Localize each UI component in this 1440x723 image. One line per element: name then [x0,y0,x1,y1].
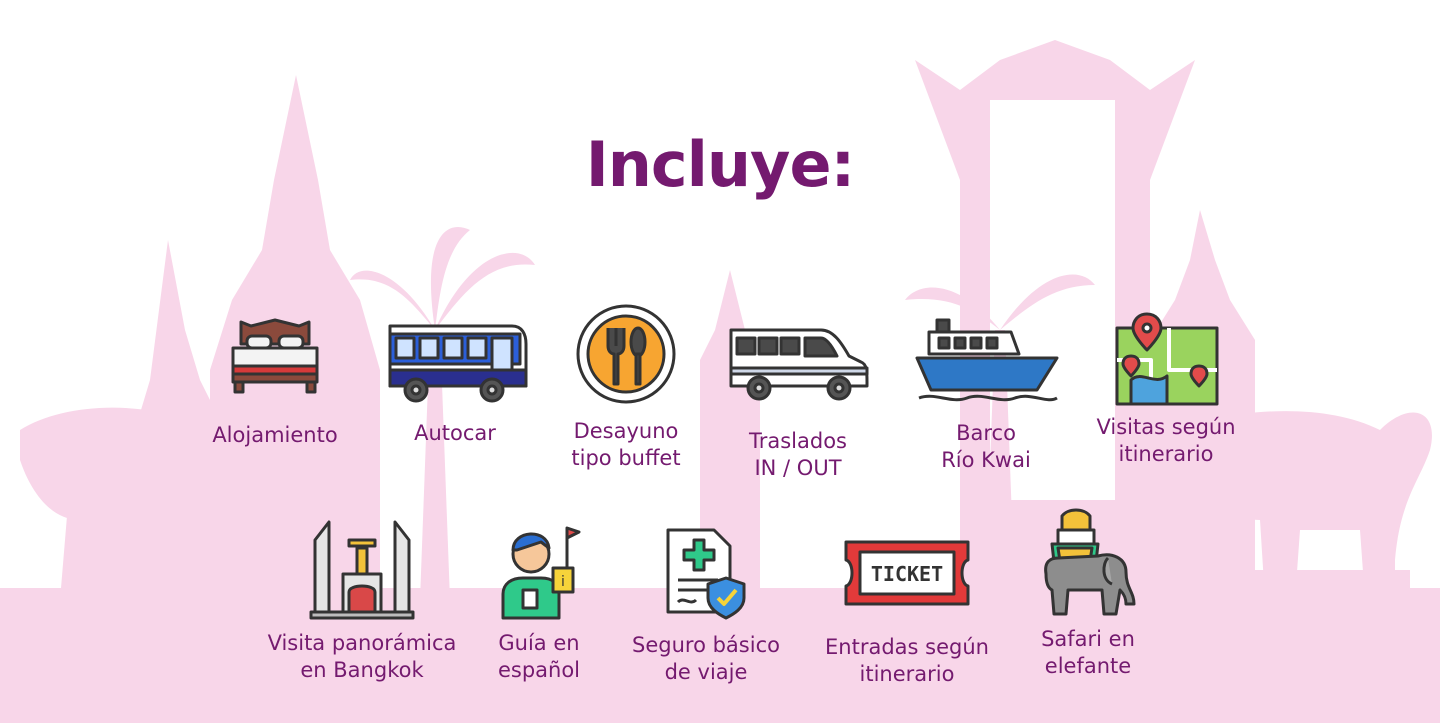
insurance-document-icon [666,528,746,620]
ticket-icon: TICKET [844,540,970,606]
boat-icon [915,318,1059,402]
item-alojamiento: Alojamiento [190,316,360,449]
cutlery-plate-icon [576,304,676,404]
elephant-icon [1044,508,1136,616]
item-safari: Safari en elefante [1010,508,1166,680]
van-icon [729,328,869,401]
item-label: Traslados IN / OUT [748,429,847,480]
item-label: Visita panorámica en Bangkok [267,631,457,682]
item-desayuno: Desayuno tipo buffet [541,302,711,472]
item-traslados: Traslados IN / OUT [713,322,883,482]
monument-icon [309,520,415,620]
item-label: Desayuno tipo buffet [571,419,681,470]
item-label: Entradas según itinerario [825,635,989,686]
svg-text:i: i [561,574,565,590]
page-title: Incluye: [585,128,856,201]
item-autocar: Autocar [370,320,540,447]
bus-icon [388,324,528,403]
bed-icon [231,318,319,394]
item-seguro: Seguro básico de viaje [614,526,798,686]
item-label: Safari en elefante [1041,627,1135,678]
item-label: Seguro básico de viaje [632,633,780,684]
item-panoramica: Visita panorámica en Bangkok [252,516,472,684]
item-label: Autocar [414,421,496,445]
ticket-text: TICKET [871,562,943,586]
item-label: Guía en español [497,631,581,682]
item-label: Visitas según itinerario [1096,415,1236,466]
item-barco: Barco Río Kwai [901,316,1071,474]
item-guia: i Guía en español [465,520,613,684]
item-entradas: TICKET Entradas según itinerario [810,536,1004,688]
tour-guide-icon: i [501,526,581,620]
item-label: Alojamiento [212,423,338,447]
item-visitas: Visitas según itinerario [1081,310,1251,468]
map-pin-icon [1115,312,1219,406]
item-label: Barco Río Kwai [941,421,1031,472]
